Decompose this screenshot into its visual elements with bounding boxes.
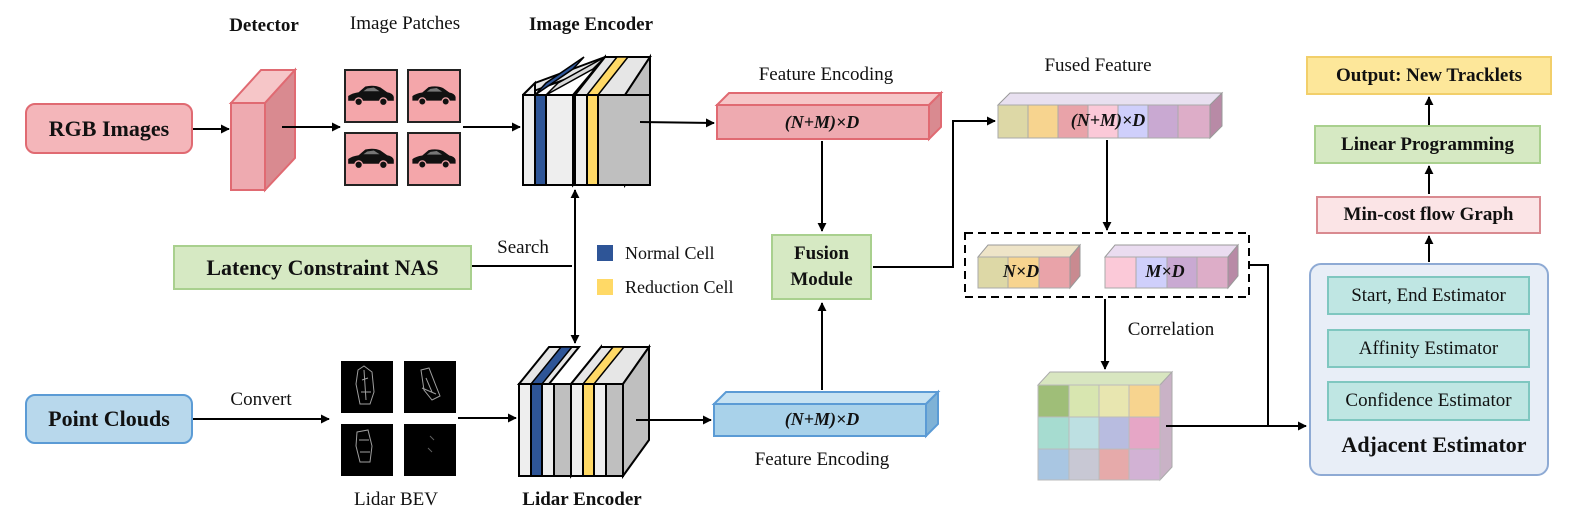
point-clouds-box: Point Clouds [25, 394, 193, 444]
bottom-encoding-dim-label: (N+M)×D [784, 409, 860, 429]
feature-encoding-bottom-label: Feature Encoding [754, 449, 890, 470]
rgb-images-box: RGB Images [25, 103, 193, 154]
arrows [193, 96, 1434, 431]
detector-prism [228, 67, 298, 193]
output-new-tracklets-box: Output: New Tracklets [1306, 56, 1552, 95]
adjacent-estimator-title: Adjacent Estimator [1341, 432, 1527, 457]
image-encoder-label: Image Encoder [528, 14, 654, 35]
fusion-module-box: Fusion Module [771, 234, 872, 300]
bottom-feature-encoding-bar [711, 389, 941, 439]
split-dashed-box [964, 232, 1250, 298]
n-dim-label: N×D [1002, 261, 1040, 281]
normal-cell-swatch [597, 245, 613, 261]
affinity-estimator-box: Affinity Estimator [1327, 329, 1530, 368]
convert-label: Convert [230, 389, 292, 410]
linear-programming-box: Linear Programming [1314, 125, 1541, 164]
reduction-cell-label: Reduction Cell [625, 277, 734, 297]
feature-encoding-top-label: Feature Encoding [758, 64, 894, 85]
confidence-estimator-box: Confidence Estimator [1327, 381, 1530, 421]
detector-label: Detector [229, 15, 299, 36]
n-feature-bar [976, 243, 1082, 290]
top-encoding-dim-label: (N+M)×D [784, 112, 860, 132]
image-encoder [522, 53, 652, 189]
reduction-cell-swatch [597, 279, 613, 295]
search-label: Search [497, 237, 549, 258]
top-feature-encoding-bar [714, 90, 944, 142]
lidar-encoder [516, 343, 651, 480]
correlation-matrix [1036, 370, 1174, 482]
latency-constraint-nas-box: Latency Constraint NAS [173, 245, 472, 290]
lidar-bev-label: Lidar BEV [354, 489, 438, 510]
fusion-module-line2: Module [790, 269, 853, 290]
lidar-bev-patches [341, 361, 456, 476]
fusion-module-line1: Fusion [794, 243, 849, 264]
m-dim-label: M×D [1145, 261, 1185, 281]
image-patches [344, 69, 461, 186]
fused-feature-bar [996, 91, 1224, 140]
image-patches-label: Image Patches [349, 13, 461, 34]
correlation-label: Correlation [1127, 319, 1215, 340]
fused-feature-label: Fused Feature [1044, 55, 1152, 76]
lidar-bev-icon [355, 365, 441, 463]
min-cost-flow-graph-box: Min-cost flow Graph [1316, 196, 1541, 234]
normal-cell-label: Normal Cell [625, 243, 715, 263]
lidar-encoder-label: Lidar Encoder [522, 489, 642, 510]
m-feature-bar [1103, 243, 1240, 290]
fused-dim-label: (N+M)×D [1070, 110, 1146, 130]
start-end-estimator-box: Start, End Estimator [1327, 276, 1530, 315]
